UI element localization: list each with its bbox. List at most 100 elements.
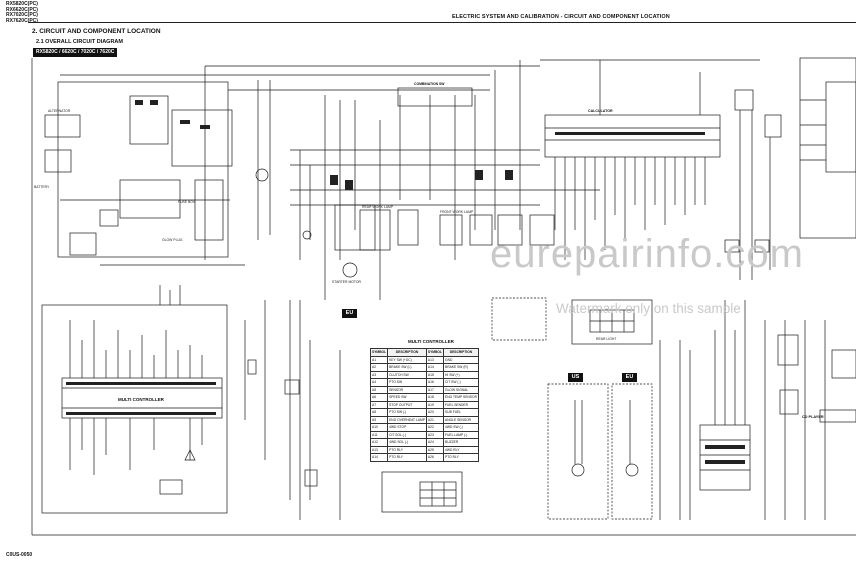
- table-cell: BUZZER: [443, 438, 479, 447]
- multi-controller-label: MULTI CONTROLLER: [118, 397, 164, 402]
- table-cell: A12: [369, 438, 389, 447]
- table-cell: A22: [425, 423, 445, 432]
- table-cell: A10: [369, 423, 389, 432]
- table-cell: A5: [369, 385, 389, 394]
- table-cell: A25: [425, 445, 445, 454]
- rear-work-lamp-label: REAR WORK LAMP: [362, 205, 394, 209]
- eu-tag-center: EU: [342, 309, 357, 318]
- calculator-label: CALCULATOR: [588, 109, 613, 113]
- table-cell: A8: [369, 408, 389, 417]
- table-cell: A17: [425, 385, 445, 394]
- cd-player-label: CD PLAYER: [802, 415, 824, 419]
- watermark-sub: Watermark only on this sample: [556, 301, 741, 316]
- table-cell: KEY SW (+DC): [387, 355, 427, 364]
- table-header: DESCRIPTION: [387, 348, 427, 357]
- table-cell: A26: [425, 453, 445, 462]
- table-cell: A14: [369, 453, 389, 462]
- multi-controller-table: SYMBOL DESCRIPTION SYMBOL DESCRIPTION A1…: [369, 348, 479, 462]
- table-cell: A13: [425, 355, 445, 364]
- table-cell: A3: [369, 370, 389, 379]
- table-cell: A6: [369, 393, 389, 402]
- table-cell: PTO SW: [387, 378, 427, 387]
- table-cell: STOP OUTPUT: [387, 400, 427, 409]
- watermark-main: eurepairinfo.com: [490, 232, 804, 276]
- starter-label: STARTER MOTOR: [332, 280, 362, 284]
- section-heading: 2. CIRCUIT AND COMPONENT LOCATION: [32, 28, 161, 35]
- table-cell: FUEL SENDER: [443, 400, 479, 409]
- table-cell: 4WD SW (-): [443, 423, 479, 432]
- table-cell: PTO SW (-): [387, 408, 427, 417]
- table-cell: BRAKE SW (L): [387, 363, 427, 372]
- table-cell: A19: [425, 400, 445, 409]
- table-cell: SUB FUEL: [443, 408, 479, 417]
- table-cell: ANGLE SENSOR: [443, 415, 479, 424]
- table-cell: A21: [425, 415, 445, 424]
- rear-light-label: REAR LIGHT: [596, 337, 617, 341]
- table-cell: GND: [443, 355, 479, 364]
- table-cell: PTO RLY: [387, 445, 427, 454]
- table-header: DESCRIPTION: [443, 348, 479, 357]
- table-cell: ENG OVERHEAT LAMP: [387, 415, 427, 424]
- table-cell: CIT SOL (-): [387, 430, 427, 439]
- table-cell: A23: [425, 430, 445, 439]
- us-tag: US: [568, 373, 583, 382]
- table-cell: SENSOR: [387, 385, 427, 394]
- table-cell: A14: [425, 363, 445, 372]
- model-list: RX5820C(PC) RX6620C(PC) RX7020C(PC) RX76…: [6, 1, 38, 24]
- table-cell: PTO RLY: [387, 453, 427, 462]
- model-bar: RX5820C / 6620C / 7020C / 7620C: [33, 48, 117, 57]
- model-line: RX5820C(PC): [6, 1, 38, 7]
- table-cell: A9: [369, 415, 389, 424]
- table-cell: A15: [425, 370, 445, 379]
- table-cell: A18: [425, 393, 445, 402]
- model-line: RX6620C(PC): [6, 6, 38, 13]
- table-cell: HI SW (+): [443, 370, 479, 379]
- multi-controller-table-title: MULTI CONTROLLER: [408, 339, 454, 344]
- table-cell: 4WD RLY: [443, 445, 479, 454]
- front-work-lamp-label: FRONT WORK LAMP: [440, 210, 474, 214]
- model-line: RX7620C(PC): [6, 17, 38, 24]
- table-cell: A2: [369, 363, 389, 372]
- model-line: RX7020C(PC): [6, 12, 38, 19]
- table-cell: A7: [369, 400, 389, 409]
- table-cell: A1: [369, 355, 389, 364]
- eu-tag-right: EU: [622, 373, 637, 382]
- table-cell: GLOW SIGNAL: [443, 385, 479, 394]
- table-cell: 4WD STOP: [387, 423, 427, 432]
- table-cell: A16: [425, 378, 445, 387]
- table-header-row: SYMBOL DESCRIPTION SYMBOL DESCRIPTION: [369, 348, 479, 357]
- table-cell: SPEED SW: [387, 393, 427, 402]
- table-cell: A4: [369, 378, 389, 387]
- table-cell: CLUTCH SW: [387, 370, 427, 379]
- combination-switch-label: COMBINATION SW: [414, 82, 445, 86]
- table-cell: PTO RLY: [443, 453, 479, 462]
- page-title: ELECTRIC SYSTEM AND CALIBRATION - CIRCUI…: [452, 14, 670, 20]
- table-cell: BRAKE SW (R): [443, 363, 479, 372]
- section-subheading: 2.1 OVERALL CIRCUIT DIAGRAM: [36, 39, 123, 45]
- table-cell: 4WD SOL (-): [387, 438, 427, 447]
- table-cell: A13: [369, 445, 389, 454]
- table-cell: A20: [425, 408, 445, 417]
- header-divider: [28, 22, 856, 23]
- alternator-label: ALTERNATOR: [48, 109, 71, 113]
- table-cell: FUEL LAMP (-): [443, 430, 479, 439]
- table-cell: A11: [369, 430, 389, 439]
- fuse-box-label: FUSE BOX: [178, 200, 196, 204]
- battery-label: BATTERY: [34, 185, 50, 189]
- glow-plug-label: GLOW PLUG: [162, 238, 183, 242]
- table-header: SYMBOL: [369, 348, 389, 357]
